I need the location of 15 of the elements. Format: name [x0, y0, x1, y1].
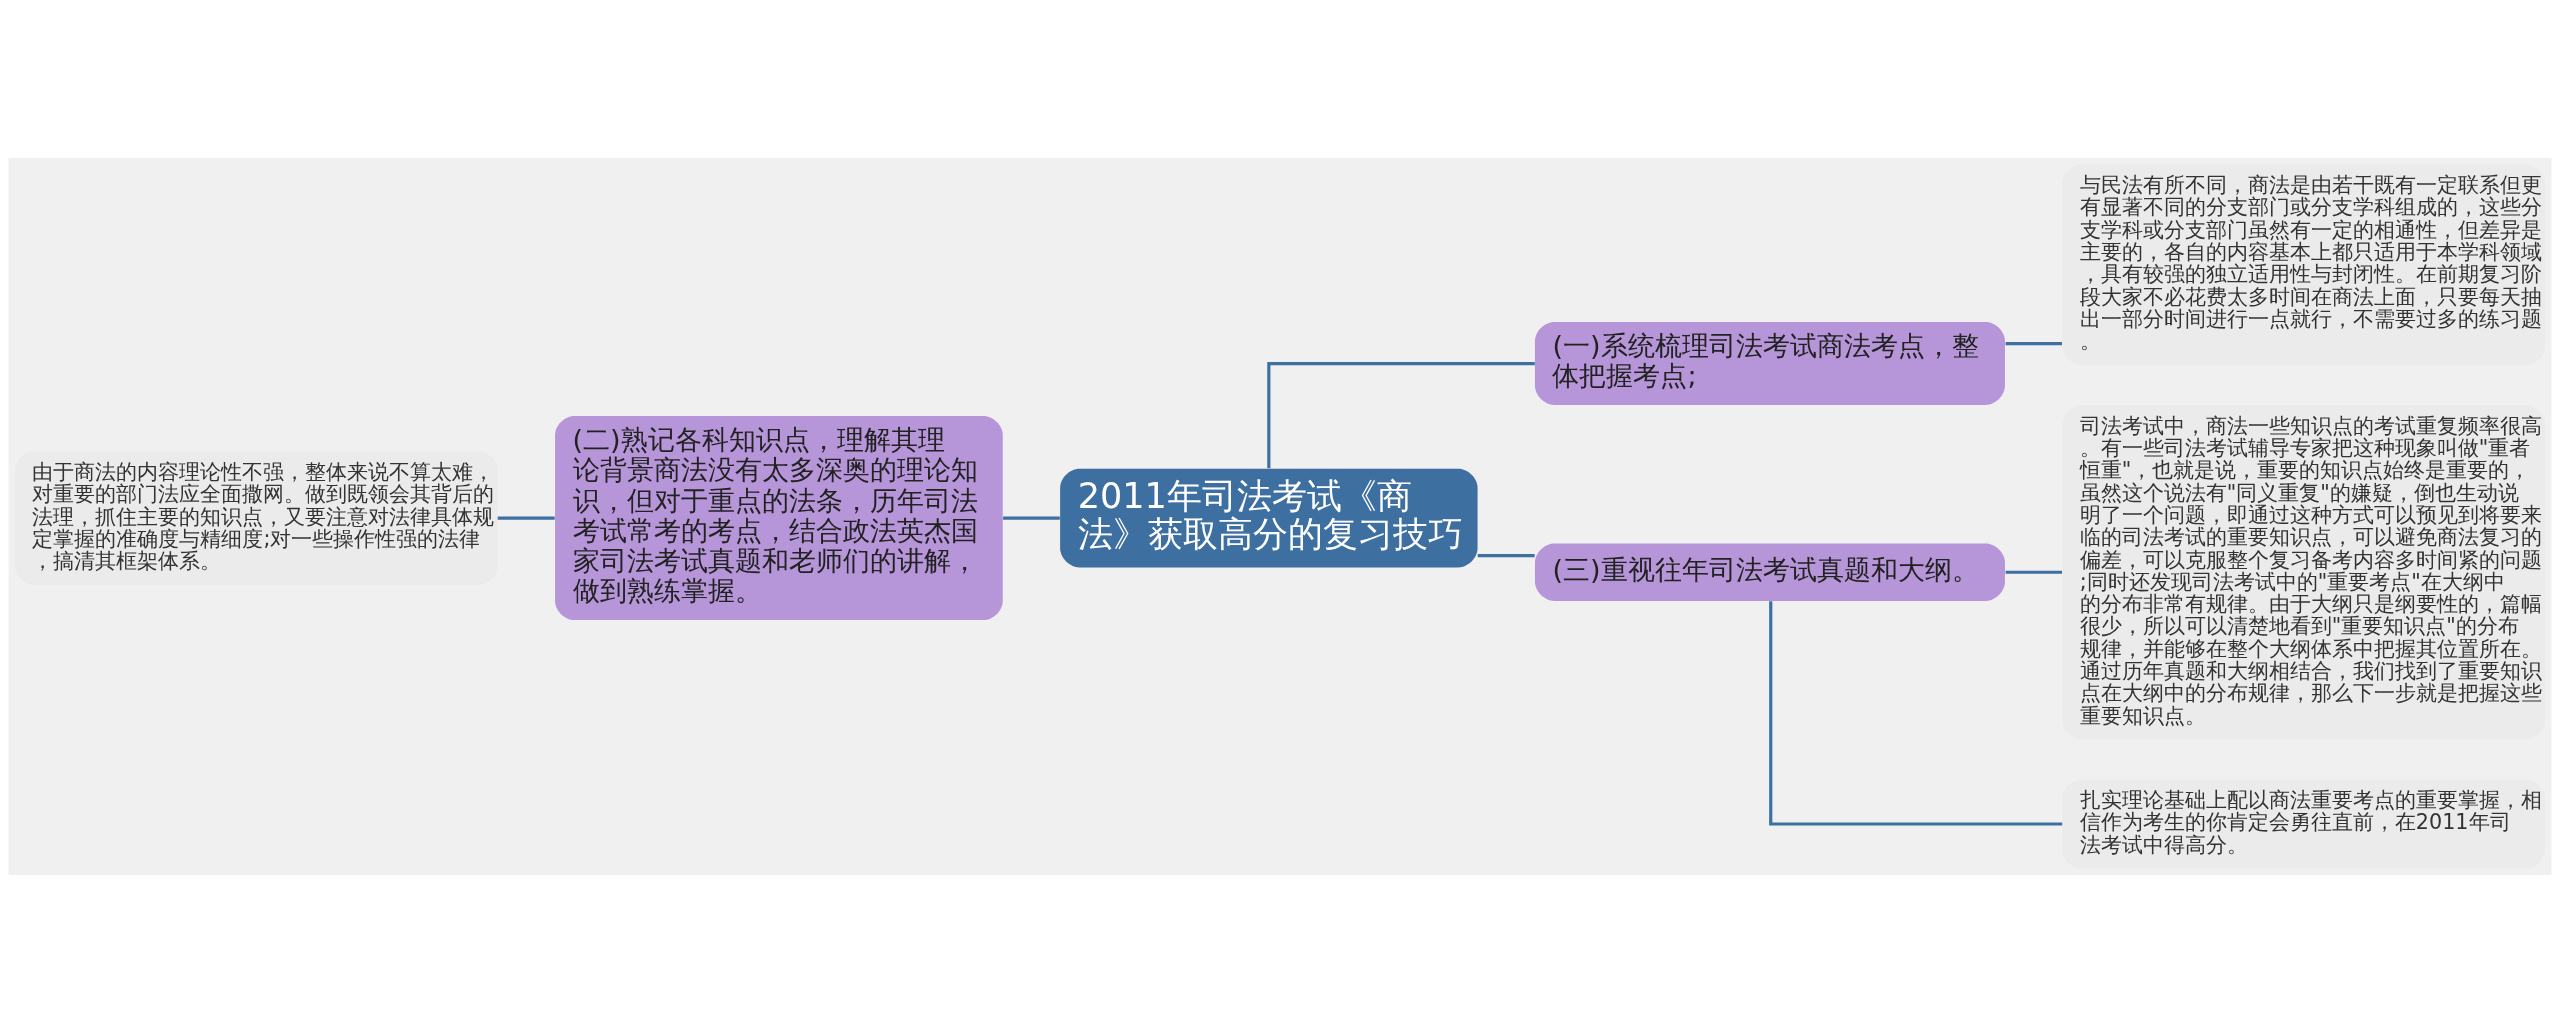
node-text: 与民法有所不同，商法是由若干既有一定联系但更有显著不同的分支部门或分支学科组成的，这些分支学科或分支部门虽然有一定的相通性，但差异是主要的，各自的内容基本上都只适用于本学科领域，具有较强的独立适用性与封闭性。在前期复习阶段大家不必花费太多时间在商法上面，只要每天抽出一部分时间进行一点就行，不需要过多的练习题。: [2079, 172, 2542, 353]
connector: [497, 516, 555, 520]
node-box: (一)系统梳理司法考试商法考点，整体把握考点;: [1534, 321, 2005, 405]
node-box: (三)重视往年司法考试真题和大纲。: [1534, 543, 2005, 601]
node-box: (二)熟记各科知识点，理解其理论背景商法没有太多深奥的理论知识，但对于重点的法条，历年司法考试常考的考点，结合政法英杰国家司法考试真题和老师们的讲解，做到熟练掌握。: [555, 415, 1003, 620]
connector: [2005, 570, 2062, 574]
connector: [1003, 516, 1060, 520]
node-text: 由于商法的内容理论性不强，整体来说不算太难，对重要的部门法应全面撒网。做到既领会其背后的法理，抓住主要的知识点，又要注意对法律具体规定掌握的准确度与精细度;对一些操作性强的法律，搞清其框架体系。: [32, 459, 495, 573]
connector: [2005, 341, 2062, 345]
connector: [1477, 553, 1535, 557]
node-text: 扎实理论基础上配以商法重要考点的重要掌握，相信作为考生的你肯定会勇往直前，在2011年司法考试中得高分。: [2079, 787, 2542, 857]
node-box: 2011年司法考试《商法》获取高分的复习技巧: [1060, 468, 1478, 567]
node-text: 司法考试中，商法一些知识点的考试重复频率很高。有一些司法考试辅导专家把这种现象叫做"重者恒重"，也就是说，重要的知识点始终是重要的，虽然这个说法有"同义重复"的嫌疑，倒也生动说明了一个问题，即通过这种方式可以预见到将要来临的司法考试的重要知识点，可以避免商法复习的偏差，可以克服整个复习备考内容多时间紧的问题;同时还发现司法考试中的"重要考点"在大纲中的分布非常有规律。由于大纲只是纲要性的，篇幅很少，所以可以清楚地看到"重要知识点"的分布规律，并能够在整个大纲体系中把握其位置所在。通过历年真题和大纲相结合，我们找到了重要知识点在大纲中的分布规律，那么下一步就是把握这些重要知识点。: [2079, 413, 2542, 728]
connector: [1769, 600, 2063, 826]
connector: [1267, 361, 1535, 468]
